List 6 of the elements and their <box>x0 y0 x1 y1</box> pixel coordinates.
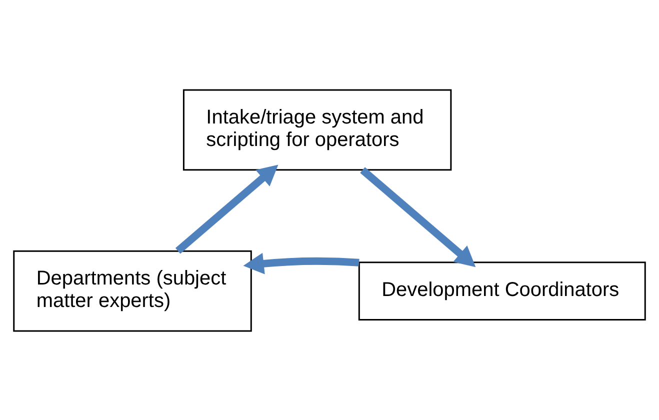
node-box: Intake/triage system and scripting for operators <box>182 88 452 170</box>
arrow <box>243 252 360 274</box>
node-box: Departments (subject matter experts) <box>13 250 252 332</box>
arrow <box>175 164 278 254</box>
arrow <box>360 166 476 267</box>
node-box: Development Coordinators <box>358 261 646 320</box>
